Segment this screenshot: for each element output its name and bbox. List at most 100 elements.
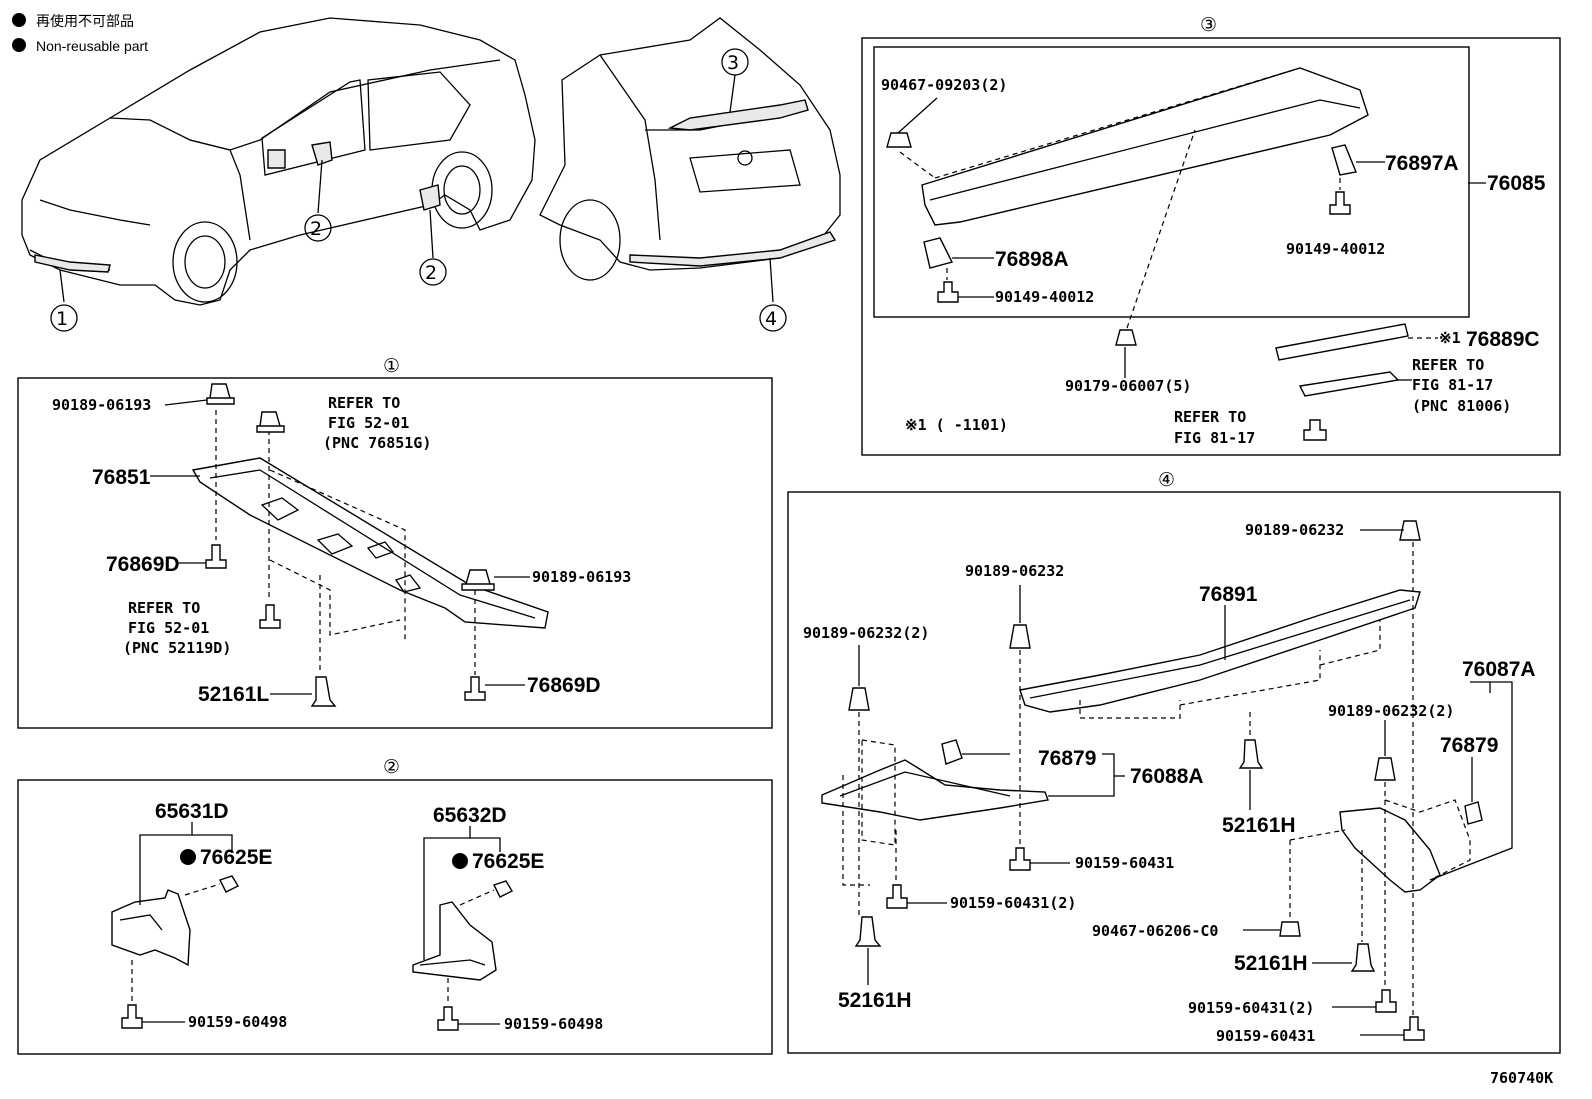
- section-2-marker: ②: [383, 756, 400, 778]
- side-bracket-right: [1339, 807, 1441, 893]
- part-label-76087A: 76087A: [1462, 658, 1536, 681]
- part-label-65631D: 65631D: [155, 800, 229, 823]
- part-label-90159-60431-qty2: 90159-60431(2): [1188, 999, 1314, 1017]
- clip-icon: [461, 569, 495, 591]
- clip-icon: [848, 687, 870, 711]
- part-label-52161H: 52161H: [838, 989, 912, 1012]
- refer-pnc-label: (PNC 81006): [1412, 397, 1511, 415]
- bolt-icon: [259, 604, 281, 629]
- section-3: 90467-09203(2) 76897A 76085 90149-40012 …: [881, 67, 1546, 447]
- legend: 再使用不可部品 Non-reusable part: [12, 13, 148, 54]
- section-4: 90189-06232 90189-06232 76891 90189-0623…: [803, 520, 1536, 1045]
- rivet-icon: [310, 676, 337, 707]
- part-label-90159-60431: 90159-60431: [1075, 854, 1174, 872]
- nut-icon: [1279, 921, 1301, 937]
- clip-icon: [941, 739, 963, 765]
- figure-code: 760740K: [1490, 1069, 1553, 1087]
- bolt-icon: [1009, 847, 1031, 871]
- refer-to-label: REFER TO: [328, 394, 400, 412]
- section-2: 65631D 76625E 90159-60498 65632D 76625E …: [111, 800, 603, 1033]
- bolt-icon: [464, 676, 486, 701]
- garnish-strip: [1275, 323, 1409, 361]
- part-label-76898A: 76898A: [995, 248, 1069, 271]
- clip-icon: [1009, 624, 1031, 649]
- part-label-90189-06193: 90189-06193: [532, 568, 631, 586]
- rear-car-illustration: 3 4: [539, 17, 841, 332]
- part-label-90149-40012: 90149-40012: [995, 288, 1094, 306]
- rivet-icon: [1238, 739, 1264, 769]
- section-3-frame: [861, 37, 1561, 456]
- screw-icon: [1303, 419, 1327, 441]
- part-label-76869D: 76869D: [527, 674, 601, 697]
- bolt-icon: [1403, 1016, 1425, 1041]
- part-label-76088A: 76088A: [1130, 765, 1204, 788]
- section-3-marker: ③: [1200, 14, 1217, 36]
- part-label-52161L: 52161L: [198, 683, 269, 706]
- bolt-icon: [886, 884, 908, 909]
- part-label-90179-06007: 90179-06007(5): [1065, 377, 1191, 395]
- stop-lamp: [1298, 371, 1400, 397]
- clip-icon: [206, 383, 235, 405]
- part-label-90189-06232-qty2: 90189-06232(2): [1328, 702, 1454, 720]
- rear-spoiler: [921, 67, 1369, 226]
- bolt-icon: [205, 544, 227, 569]
- part-label-76625E: 76625E: [472, 850, 544, 873]
- section-1-marker: ①: [383, 355, 400, 377]
- refer-fig-label: FIG 52-01: [128, 619, 209, 637]
- part-label-76879: 76879: [1038, 747, 1096, 770]
- mudguard-right: [412, 901, 497, 981]
- svg-text:2: 2: [425, 262, 437, 284]
- clip-icon: [1464, 801, 1483, 825]
- clip-icon: [493, 880, 513, 898]
- svg-text:4: 4: [765, 308, 777, 330]
- section-4-marker: ④: [1158, 469, 1175, 491]
- rivet-icon: [854, 916, 882, 947]
- part-label-90159-60431: 90159-60431: [1216, 1027, 1315, 1045]
- refer-fig-label: FIG 52-01: [328, 414, 409, 432]
- svg-text:2: 2: [310, 218, 322, 240]
- non-reusable-bullet-icon: [180, 849, 196, 865]
- legend-japanese: 再使用不可部品: [36, 13, 134, 29]
- front-spoiler-cover: [191, 457, 549, 629]
- part-label-76851: 76851: [92, 466, 151, 489]
- part-label-90467-06206-C0: 90467-06206-C0: [1092, 922, 1218, 940]
- part-label-90189-06232-qty2: 90189-06232(2): [803, 624, 929, 642]
- refer-pnc-label: (PNC 52119D): [123, 639, 231, 657]
- applicability-note: ※1 ( -1101): [905, 416, 1008, 434]
- note-mark: ※1: [1439, 329, 1461, 347]
- svg-text:3: 3: [727, 52, 739, 74]
- bolt-icon: [1329, 191, 1351, 215]
- bolt-icon: [121, 1004, 143, 1029]
- part-label-90189-06232: 90189-06232: [965, 562, 1064, 580]
- part-label-65632D: 65632D: [433, 804, 507, 827]
- bolt-icon: [1375, 989, 1397, 1013]
- clip-icon: [1399, 520, 1421, 541]
- bolt-icon: [437, 1006, 459, 1031]
- svg-text:1: 1: [56, 308, 68, 330]
- callout-2-circle: [304, 214, 332, 242]
- part-label-52161H: 52161H: [1222, 814, 1296, 837]
- refer-to-label: REFER TO: [128, 599, 200, 617]
- callout-1-circle: [50, 304, 78, 332]
- clip-icon: [886, 132, 912, 148]
- spoiler-bracket-right: [1331, 144, 1357, 176]
- callout-4-circle: [759, 304, 787, 332]
- part-label-90149-40012: 90149-40012: [1286, 240, 1385, 258]
- section-1: 90189-06193 REFER TO FIG 52-01 (PNC 7685…: [52, 383, 631, 707]
- refer-pnc-label: (PNC 76851G): [323, 434, 431, 452]
- refer-fig-label: FIG 81-17: [1174, 429, 1255, 447]
- rear-spoiler-cover: [1019, 589, 1421, 713]
- part-label-76625E: 76625E: [200, 846, 272, 869]
- part-label-76869D: 76869D: [106, 553, 180, 576]
- front-car-illustration: 1 2 2: [21, 17, 536, 332]
- section-4-frame: [787, 491, 1561, 1054]
- part-label-90189-06232: 90189-06232: [1245, 521, 1344, 539]
- part-label-52161H: 52161H: [1234, 952, 1308, 975]
- refer-fig-label: FIG 81-17: [1412, 376, 1493, 394]
- rivet-icon: [1350, 943, 1376, 972]
- part-label-90159-60431-qty2: 90159-60431(2): [950, 894, 1076, 912]
- part-label-90467-09203: 90467-09203(2): [881, 76, 1007, 94]
- nut-icon: [1115, 329, 1137, 346]
- part-label-76889C: 76889C: [1466, 328, 1540, 351]
- side-bracket-left: [821, 759, 1049, 821]
